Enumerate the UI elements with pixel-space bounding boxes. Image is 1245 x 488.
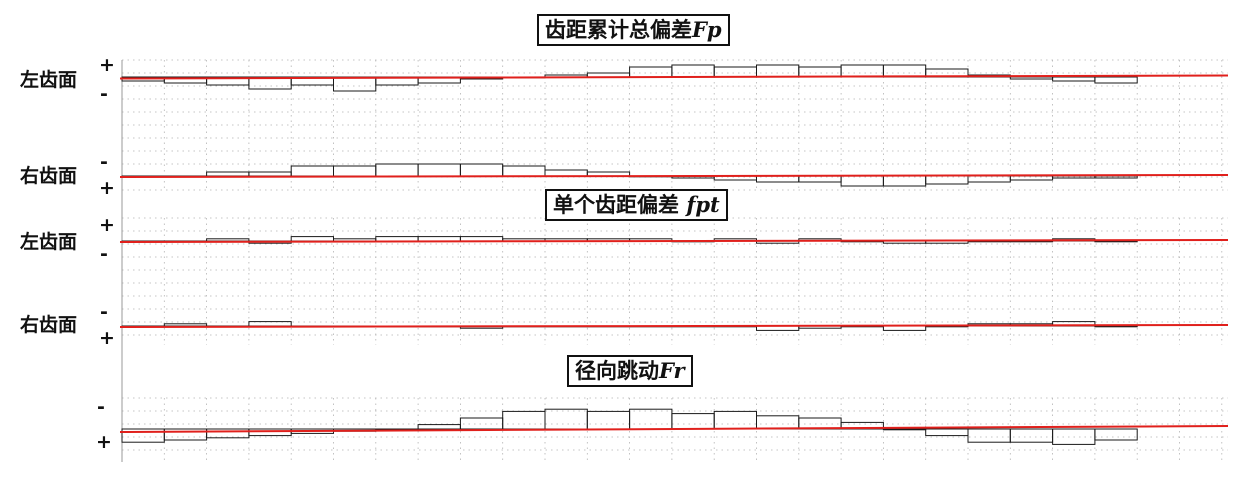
fp-left-flank-step-bar bbox=[1009, 76, 1054, 80]
fp-left-flank-step-bar bbox=[713, 66, 758, 78]
panel-title-fr-symbol: Fr bbox=[659, 358, 685, 383]
panel-title-fr: 径向跳动Fr bbox=[567, 355, 693, 387]
fr-trace-step-bar bbox=[459, 417, 504, 430]
panel-title-fp: 齿距累计总偏差Fp bbox=[537, 14, 730, 46]
fr-trace-step-bar bbox=[756, 415, 800, 430]
fpt-left-upper-sign: + bbox=[99, 214, 115, 236]
fp-left-flank-step-bar bbox=[1052, 76, 1096, 82]
fp-left-flank-step-bar bbox=[840, 64, 884, 78]
fp-right-flank-label: 右齿面 bbox=[20, 165, 78, 187]
fpt-left-flank-step-bar bbox=[417, 236, 461, 242]
fr-trace-step-bar bbox=[925, 428, 969, 437]
fpt-left-flank-step-bar bbox=[206, 238, 250, 242]
fpt-right-flank-reference-line bbox=[119, 324, 1229, 328]
fp-right-flank-step-bar bbox=[502, 165, 546, 177]
fpt-right-upper-sign: - bbox=[100, 301, 108, 323]
fp-right-flank-step-bar bbox=[882, 175, 927, 187]
fp-left-upper-sign: + bbox=[99, 54, 115, 76]
fr-trace-reference-line bbox=[119, 425, 1229, 433]
fpt-left-flank-step-bar bbox=[290, 236, 335, 242]
fp-right-flank-step-bar bbox=[375, 163, 419, 177]
fp-left-flank-step-bar bbox=[671, 64, 715, 78]
fpt-right-lower-sign: + bbox=[99, 327, 115, 349]
fr-trace-step-bar bbox=[882, 428, 927, 431]
fp-right-upper-sign: - bbox=[100, 151, 108, 173]
fr-trace-step-bar bbox=[713, 410, 758, 430]
fr-trace-step-bar bbox=[840, 421, 884, 430]
fp-right-flank-step-bar bbox=[840, 175, 884, 187]
fp-right-flank-step-bar bbox=[925, 175, 969, 185]
fpt-left-flank-step-bar bbox=[375, 236, 419, 242]
panel-title-fpt-text: 单个齿距偏差 bbox=[553, 193, 679, 217]
fp-right-flank-step-bar bbox=[248, 171, 292, 177]
fr-trace-step-bar bbox=[502, 410, 546, 430]
fp-left-flank-step-bar bbox=[798, 66, 842, 78]
fp-right-lower-sign: + bbox=[99, 177, 115, 199]
fpt-left-lower-sign: - bbox=[100, 243, 108, 265]
fr-trace-step-bar bbox=[1094, 428, 1138, 441]
fp-right-flank-step-bar bbox=[967, 175, 1011, 183]
fp-right-flank-step-bar bbox=[459, 163, 504, 177]
panel-title-fpt: 单个齿距偏差 fpt bbox=[545, 189, 728, 221]
fp-right-flank-step-bar bbox=[544, 169, 588, 177]
fr-upper-sign: - bbox=[97, 396, 105, 418]
fr-trace-step-bar bbox=[586, 410, 631, 430]
fr-trace-step-bar bbox=[417, 424, 461, 430]
fp-right-flank-step-bar bbox=[290, 165, 335, 177]
fr-trace-step-bar bbox=[206, 428, 250, 439]
fp-left-flank-step-bar bbox=[882, 64, 927, 78]
fp-right-flank-reference-line bbox=[119, 174, 1229, 178]
fp-left-flank-reference-line bbox=[119, 74, 1229, 80]
fp-left-flank-step-bar bbox=[333, 76, 377, 92]
fr-grid bbox=[121, 397, 1228, 462]
panel-title-fp-symbol: Fp bbox=[692, 17, 722, 42]
fp-left-flank-label: 左齿面 bbox=[20, 69, 78, 91]
fp-left-flank-step-bar bbox=[1094, 76, 1138, 84]
fp-left-flank-step-bar bbox=[629, 66, 673, 78]
fpt-right-flank-step-bar bbox=[163, 323, 208, 327]
fpt-left-flank-reference-line bbox=[119, 239, 1229, 243]
panel-title-fp-text: 齿距累计总偏差 bbox=[545, 18, 692, 42]
fp-right-flank-step-bar bbox=[333, 165, 377, 177]
panel-title-fr-text: 径向跳动 bbox=[575, 359, 659, 383]
fr-trace-step-bar bbox=[967, 428, 1011, 443]
panel-title-fpt-symbol: fpt bbox=[686, 192, 720, 217]
fp-right-flank-step-bar bbox=[417, 163, 461, 177]
fr-trace-step-bar bbox=[544, 408, 588, 430]
fpt-left-flank-label: 左齿面 bbox=[20, 231, 78, 253]
fpt-right-flank-label: 右齿面 bbox=[20, 314, 78, 336]
fp-right-flank-step-bar bbox=[206, 171, 250, 177]
fr-trace-step-bar bbox=[629, 408, 673, 430]
fr-trace-step-bar bbox=[1009, 428, 1054, 443]
fpt-right-flank-step-bar bbox=[882, 325, 927, 331]
fp-left-lower-sign: - bbox=[100, 83, 108, 105]
fp-left-flank-step-bar bbox=[756, 64, 800, 78]
fr-lower-sign: + bbox=[96, 431, 112, 453]
fr-trace-step-bar bbox=[671, 413, 715, 430]
fr-trace-step-bar bbox=[248, 428, 292, 437]
